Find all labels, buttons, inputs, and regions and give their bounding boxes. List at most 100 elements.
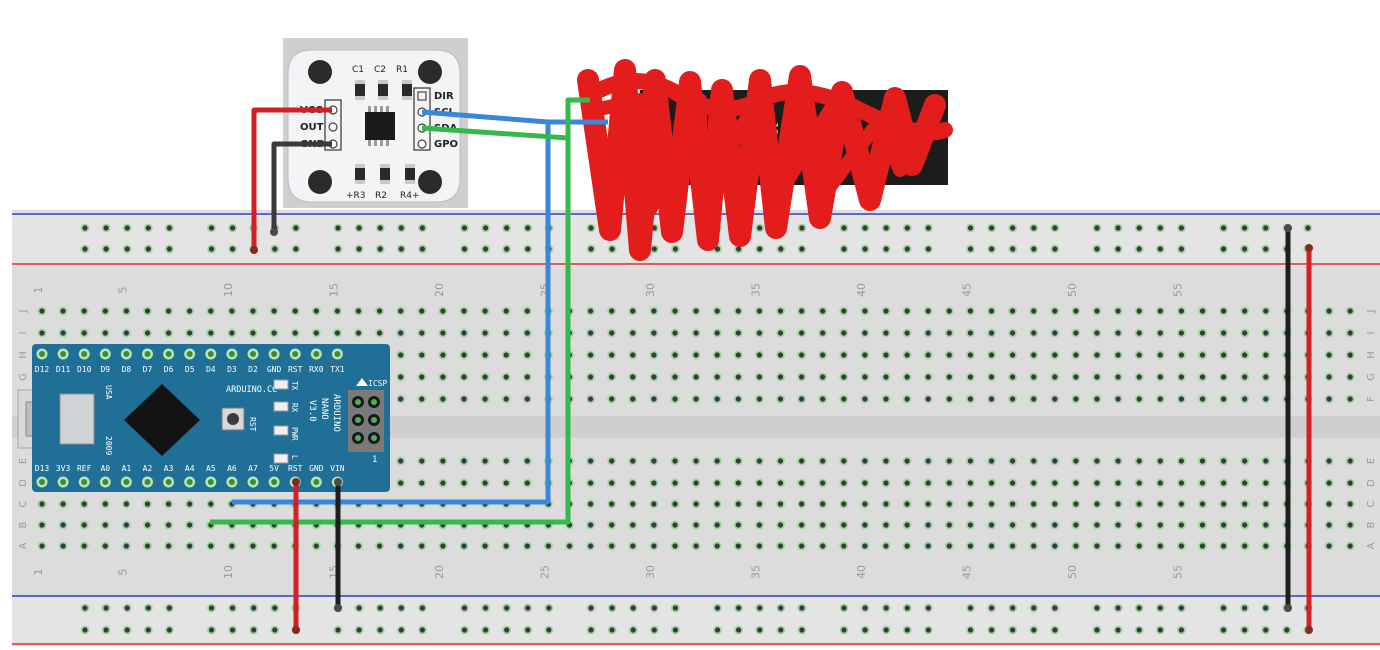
mounting-hole-top-left <box>308 60 332 84</box>
rail-hole-center <box>862 225 868 231</box>
breadboard-hole-center <box>693 396 699 402</box>
breadboard-hole-center <box>1031 308 1037 314</box>
breadboard-hole-center <box>609 501 615 507</box>
arduino-pin-hole <box>39 479 45 485</box>
breadboard-hole-center <box>756 458 763 464</box>
breadboard-hole-center <box>1199 374 1206 380</box>
breadboard-hole-center <box>630 374 636 380</box>
breadboard-hole-center <box>1094 458 1100 464</box>
rail-hole-center <box>883 627 889 633</box>
breadboard-hole-center <box>672 501 678 507</box>
rail-hole-center <box>356 627 362 633</box>
arduino-top-pin-label: TX1 <box>330 365 345 374</box>
breadboard-hole-center <box>419 308 425 314</box>
arduino-top-pin-label: D7 <box>143 365 153 374</box>
rail-hole-center <box>335 225 341 231</box>
rail-hole-center <box>925 605 932 611</box>
breadboard-hole-center <box>883 374 889 380</box>
breadboard-hole-center <box>1178 396 1184 402</box>
breadboard-hole-center <box>1073 374 1079 380</box>
model-line-1: ARDUINO <box>331 394 341 432</box>
breadboard-hole-center <box>377 330 383 336</box>
breadboard-hole-center <box>1263 480 1269 486</box>
arduino-pin-hole <box>81 351 88 357</box>
breadboard-hole-center <box>735 522 741 528</box>
smd-pad <box>405 180 415 184</box>
breadboard-hole-center <box>609 330 615 336</box>
arduino-pin-hole <box>334 351 341 357</box>
breadboard-hole-center <box>1052 330 1058 336</box>
breadboard-hole-center <box>1221 396 1227 402</box>
breadboard-hole-center <box>630 330 636 336</box>
breadboard-hole-center <box>862 480 868 486</box>
smd-component <box>380 164 390 184</box>
breadboard-hole-center <box>588 396 594 402</box>
breadboard-hole-center <box>777 543 784 549</box>
breadboard-hole-center <box>313 330 319 336</box>
breadboard-hole-center <box>1094 480 1100 486</box>
breadboard-hole-center <box>1073 501 1079 507</box>
rail-hole-center <box>419 246 425 252</box>
rail-hole-center <box>904 605 910 611</box>
arduino-pin-hole <box>186 479 193 485</box>
breadboard-hole-center <box>904 543 910 549</box>
rail-hole-center <box>230 605 236 611</box>
rail-hole-center <box>419 605 425 611</box>
breadboard-hole-center <box>862 501 868 507</box>
breadboard-hole-center <box>588 352 594 358</box>
breadboard-hole-center <box>482 396 488 402</box>
rail-hole-center <box>778 605 784 611</box>
mounting-hole-bottom-right <box>418 170 442 194</box>
breadboard-hole-center <box>967 396 974 402</box>
sensor-pin <box>328 122 338 132</box>
smd-component <box>405 164 415 184</box>
breadboard-hole-center <box>714 374 720 380</box>
breadboard-hole-center <box>1242 396 1248 402</box>
rail-hole-center <box>1094 225 1100 231</box>
rail-hole-center <box>124 225 130 231</box>
breadboard-hole-center <box>1199 501 1206 507</box>
rail-hole-center <box>588 246 594 252</box>
breadboard-hole-center <box>609 396 615 402</box>
breadboard-hole-center <box>651 308 657 314</box>
breadboard-hole-center <box>904 330 910 336</box>
rail-hole-center <box>925 225 932 231</box>
breadboard-hole-center <box>925 352 931 358</box>
smd-pad <box>378 96 388 100</box>
rail-hole-center <box>757 246 763 252</box>
breadboard-hole-center <box>1052 308 1058 314</box>
rail-hole-center <box>757 225 763 231</box>
rail-hole-center <box>862 246 868 252</box>
breadboard-hole-center <box>1136 501 1142 507</box>
breadboard-hole-center <box>883 522 889 528</box>
breadboard-hole-center <box>398 543 404 549</box>
icsp-pin-center <box>371 435 377 441</box>
breadboard-hole-center <box>524 480 530 486</box>
rail-hole-center <box>103 246 109 252</box>
breadboard-hole-center <box>440 543 446 549</box>
rail-hole-center <box>1263 605 1269 611</box>
column-number: 50 <box>1066 283 1079 297</box>
arduino-top-pin-label: GND <box>267 365 282 374</box>
breadboard-hole-center <box>672 330 678 336</box>
breadboard-hole-center <box>630 458 636 464</box>
rail-hole-center <box>1157 605 1163 611</box>
rail-hole-center <box>483 246 489 252</box>
rail-hole-center <box>504 605 510 611</box>
column-number: 20 <box>433 565 446 579</box>
breadboard-hole-center <box>820 352 826 358</box>
model-line-3: V3.0 <box>307 400 317 422</box>
breadboard-hole-center <box>524 458 530 464</box>
breadboard-hole-center <box>841 543 847 549</box>
rail-hole-center <box>145 627 151 633</box>
arduino-top-pin-label: D2 <box>248 365 258 374</box>
breadboard-hole-center <box>187 501 193 507</box>
row-letter: B <box>1366 521 1377 528</box>
breadboard-hole-center <box>377 308 383 314</box>
breadboard-hole-center <box>841 374 847 380</box>
breadboard-hole-center <box>988 480 995 486</box>
rail-hole-center <box>230 246 236 252</box>
arduino-pin-hole <box>271 479 278 485</box>
breadboard-hole-center <box>777 501 784 507</box>
